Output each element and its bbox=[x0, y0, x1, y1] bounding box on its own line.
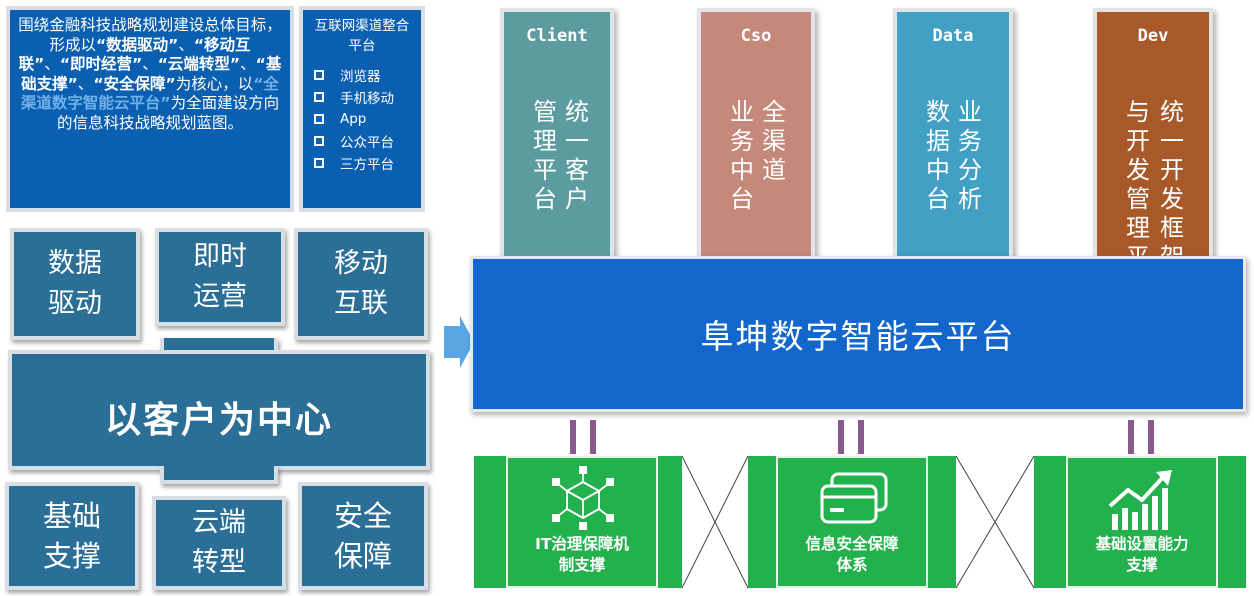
column-text: 全渠道 bbox=[762, 98, 786, 184]
cloud-platform: 阜坤数字智能云平台 bbox=[470, 256, 1246, 412]
column-header: Data bbox=[932, 26, 974, 46]
channel-label: 公众平台 bbox=[340, 135, 394, 151]
caption-line: 基础设置能力 bbox=[1095, 535, 1189, 553]
tile-line: 即时 bbox=[193, 241, 247, 272]
tile-line: 数据 bbox=[48, 248, 102, 279]
sep: 、 bbox=[240, 55, 256, 73]
credit-card-icon bbox=[820, 472, 888, 524]
intro-panel: 围绕金融科技战略规划建设总体目标，形成以“数据驱动”、“移动互联”、“即时经营”… bbox=[6, 6, 294, 212]
column-text: 管理平台 bbox=[533, 98, 557, 213]
caption-line: 信息安全保障 bbox=[805, 535, 899, 553]
tile-mobile: 移动互联 bbox=[294, 228, 428, 340]
connector-bar bbox=[590, 420, 596, 454]
highlight-platform: “全渠道数字智能云平台” bbox=[20, 74, 279, 113]
tile-line: 基础 bbox=[42, 499, 101, 533]
tile-line: 云端 bbox=[192, 507, 246, 538]
support-it-governance: IT治理保障机 制支撑 bbox=[506, 456, 658, 588]
cross-link bbox=[956, 456, 1034, 588]
center-label: 以客户为中心 bbox=[104, 400, 333, 441]
checkbox-icon bbox=[314, 70, 324, 80]
sep: 、 bbox=[142, 55, 158, 73]
column-client: Client 统一客户 管理平台 bbox=[500, 8, 614, 276]
column-text: 统一客户 bbox=[565, 98, 589, 213]
column-text: 业务中台 bbox=[730, 98, 754, 213]
column-cso: Cso 全渠道 业务中台 bbox=[697, 8, 815, 276]
connector-bar bbox=[1148, 420, 1154, 454]
tile-line: 移动 bbox=[334, 248, 388, 279]
network-cube-icon bbox=[552, 466, 614, 530]
column-text: 统一开发框架 bbox=[1160, 98, 1184, 271]
column-text: 数据中台 bbox=[926, 98, 950, 213]
caption-line: 体系 bbox=[836, 556, 868, 574]
channel-label: 三方平台 bbox=[340, 157, 394, 173]
sep: 、 bbox=[178, 35, 194, 54]
sep: 、 bbox=[44, 55, 60, 73]
caption-line: 支撑 bbox=[1126, 556, 1158, 574]
channel-item: 公众平台 bbox=[311, 130, 413, 152]
connector-bar bbox=[838, 420, 844, 454]
checkbox-icon bbox=[314, 136, 324, 146]
keyword-foundation: “基础支撑” bbox=[21, 55, 282, 93]
sep: 、 bbox=[77, 74, 94, 93]
support-caption: IT治理保障机 制支撑 bbox=[508, 534, 656, 576]
support-info-security: 信息安全保障 体系 bbox=[776, 456, 928, 588]
tile-line: 运营 bbox=[193, 281, 247, 312]
support-infrastructure: 基础设置能力 支撑 bbox=[1066, 456, 1218, 588]
connector-bar bbox=[858, 420, 864, 454]
column-header: Cso bbox=[740, 26, 772, 46]
column-data: Data 业务分析 数据中台 bbox=[893, 8, 1013, 276]
tile-line: 安全 bbox=[333, 499, 392, 533]
channel-item: App bbox=[311, 108, 413, 130]
arrow-right-icon bbox=[444, 316, 474, 368]
checkbox-icon bbox=[314, 158, 324, 168]
connector-bar bbox=[570, 420, 576, 454]
tile-cloud: 云端转型 bbox=[152, 496, 286, 590]
support-caption: 信息安全保障 体系 bbox=[778, 534, 926, 576]
channel-label: 手机移动 bbox=[340, 91, 394, 107]
column-header: Client bbox=[526, 26, 588, 46]
channels-panel: 互联网渠道整合平台 浏览器 手机移动 App 公众平台 三方平台 bbox=[299, 6, 425, 212]
column-text: 业务分析 bbox=[958, 98, 982, 213]
channel-item: 浏览器 bbox=[311, 64, 413, 86]
channel-label: App bbox=[340, 111, 367, 127]
tile-line: 驱动 bbox=[48, 288, 102, 319]
caption-line: IT治理保障机 bbox=[535, 535, 629, 553]
tile-foundation: 基础支撑 bbox=[5, 482, 139, 590]
growth-chart-icon bbox=[1108, 470, 1172, 530]
channel-label: 浏览器 bbox=[340, 69, 381, 85]
center-shape-bottom bbox=[160, 466, 278, 484]
intro-text: 为核心，以 bbox=[175, 74, 254, 93]
channels-title: 互联网渠道整合平台 bbox=[314, 18, 410, 54]
channel-item: 三方平台 bbox=[311, 152, 413, 174]
keyword-data-driven: “数据驱动” bbox=[95, 35, 179, 54]
connector-bar bbox=[1128, 420, 1134, 454]
column-dev: Dev 统一开发框架 与开发管理平台 bbox=[1093, 8, 1213, 300]
tile-line: 支撑 bbox=[42, 539, 101, 573]
column-header: Dev bbox=[1137, 26, 1169, 46]
support-caption: 基础设置能力 支撑 bbox=[1068, 534, 1216, 576]
caption-line: 制支撑 bbox=[558, 556, 606, 574]
channel-item: 手机移动 bbox=[311, 86, 413, 108]
checkbox-icon bbox=[314, 114, 324, 124]
keyword-cloud: “云端转型” bbox=[157, 55, 241, 73]
tile-realtime: 即时运营 bbox=[155, 228, 285, 326]
tile-line: 互联 bbox=[334, 288, 388, 319]
tile-line: 保障 bbox=[333, 539, 392, 573]
intro-text: 为全面建设方向的信息科技战略规划蓝图。 bbox=[56, 94, 280, 132]
cross-link bbox=[682, 456, 748, 588]
intro-text: 围绕金融科技战略规划建设总体目标，形成以 bbox=[18, 16, 282, 54]
keyword-mobile: “移动互联” bbox=[18, 35, 251, 74]
keyword-realtime: “即时经营” bbox=[59, 55, 143, 73]
checkbox-icon bbox=[314, 92, 324, 102]
tile-line: 转型 bbox=[192, 547, 246, 578]
center-shape-top bbox=[160, 338, 278, 352]
tile-security: 安全保障 bbox=[298, 482, 428, 590]
keyword-security: “安全保障” bbox=[93, 74, 176, 93]
tile-data-driven: 数据驱动 bbox=[10, 228, 140, 340]
